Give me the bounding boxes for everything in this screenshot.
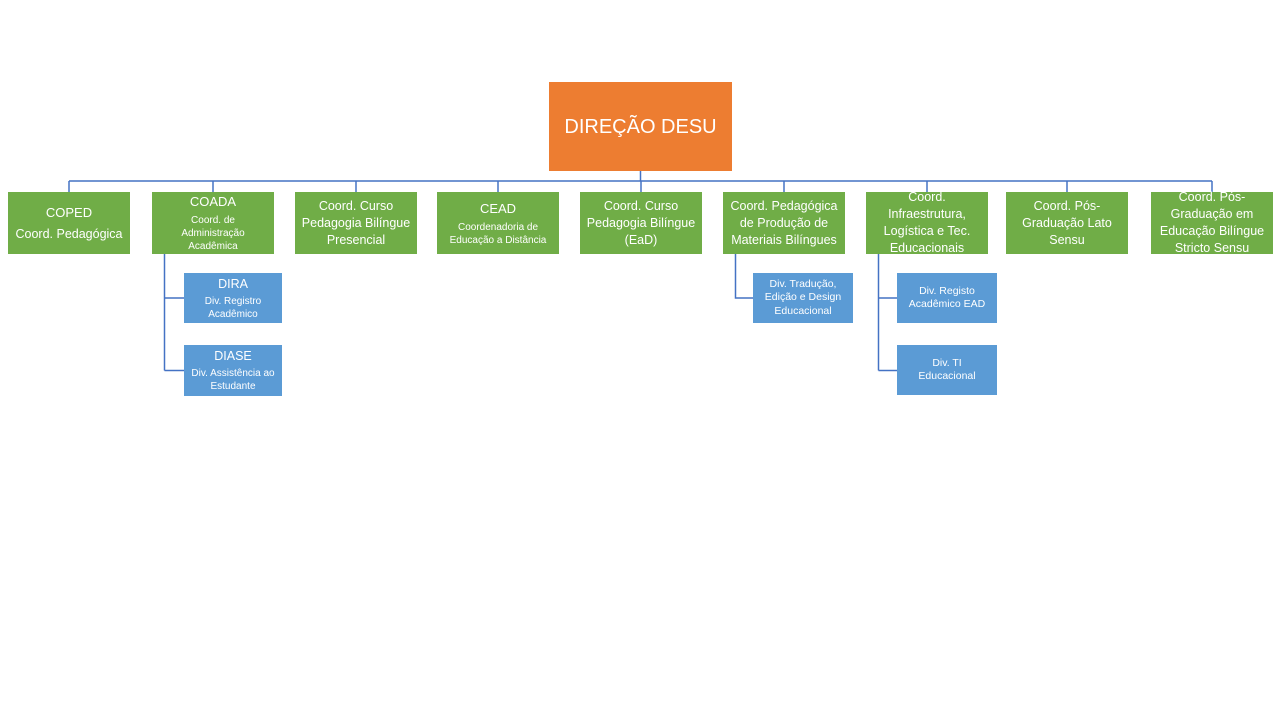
node-coada-label: Coord. de Administração Acadêmica (181, 215, 245, 252)
node-diase: DIASE Div. Assistência ao Estudante (184, 345, 282, 396)
node-coped-acronym: COPED (45, 204, 93, 220)
node-coord-curso-ead-label: Coord. Curso Pedagogia Bilíngue (EaD) (586, 198, 696, 247)
node-dira-label: Div. Registro Acadêmico (204, 295, 262, 320)
node-diase-label: Div. Assistência ao Estudante (191, 368, 275, 392)
node-coada-acronym: COADA (189, 194, 237, 209)
node-coord-infraestrutura-label: Coord. Infraestrutura, Logística e Tec. … (883, 190, 971, 255)
node-coord-producao-materiais: Coord. Pedagógica de Produção de Materia… (723, 192, 845, 254)
node-dira-acronym: DIRA (218, 276, 248, 291)
node-div-ti-label: Div. TI Educacional (918, 356, 976, 383)
node-pos-lato-sensu: Coord. Pós-Graduação Lato Sensu (1006, 192, 1128, 254)
node-coord-curso-presencial: Coord. Curso Pedagogia Bilíngue Presenci… (295, 192, 417, 254)
node-div-registo-ead-label: Div. Registo Acadêmico EAD (908, 284, 986, 311)
node-cead-acronym: CEAD (479, 200, 517, 216)
node-coada: COADA Coord. de Administração Acadêmica (152, 192, 274, 254)
node-coord-curso-presencial-label: Coord. Curso Pedagogia Bilíngue Presenci… (301, 198, 411, 247)
node-cead: CEAD Coordenadoria de Educação a Distânc… (437, 192, 559, 254)
node-cead-label: Coordenadoria de Educação a Distância (449, 221, 547, 246)
node-div-traducao: Div. Tradução, Edição e Design Educacion… (753, 273, 853, 323)
node-div-ti: Div. TI Educacional (897, 345, 997, 395)
node-pos-stricto-sensu: Coord. Pós-Graduação em Educação Bilíngu… (1151, 190, 1273, 255)
node-coord-infraestrutura: Coord. Infraestrutura, Logística e Tec. … (866, 190, 988, 255)
node-pos-lato-sensu-label: Coord. Pós-Graduação Lato Sensu (1022, 198, 1112, 247)
node-direcao-desu: DIREÇÃO DESU (549, 82, 732, 171)
node-pos-stricto-sensu-label: Coord. Pós-Graduação em Educação Bilíngu… (1159, 190, 1265, 255)
node-dira: DIRA Div. Registro Acadêmico (184, 273, 282, 323)
node-diase-acronym: DIASE (214, 349, 252, 363)
node-coord-producao-materiais-label: Coord. Pedagógica de Produção de Materia… (730, 198, 838, 247)
node-div-registo-ead: Div. Registo Acadêmico EAD (897, 273, 997, 323)
node-coped-label: Coord. Pedagógica (15, 226, 123, 241)
node-div-traducao-label: Div. Tradução, Edição e Design Educacion… (764, 277, 842, 317)
node-coped: COPED Coord. Pedagógica (8, 192, 130, 254)
node-direcao-desu-label: DIREÇÃO DESU (564, 115, 717, 138)
node-coord-curso-ead: Coord. Curso Pedagogia Bilíngue (EaD) (580, 192, 702, 254)
connector-materiais-hang (734, 254, 753, 299)
